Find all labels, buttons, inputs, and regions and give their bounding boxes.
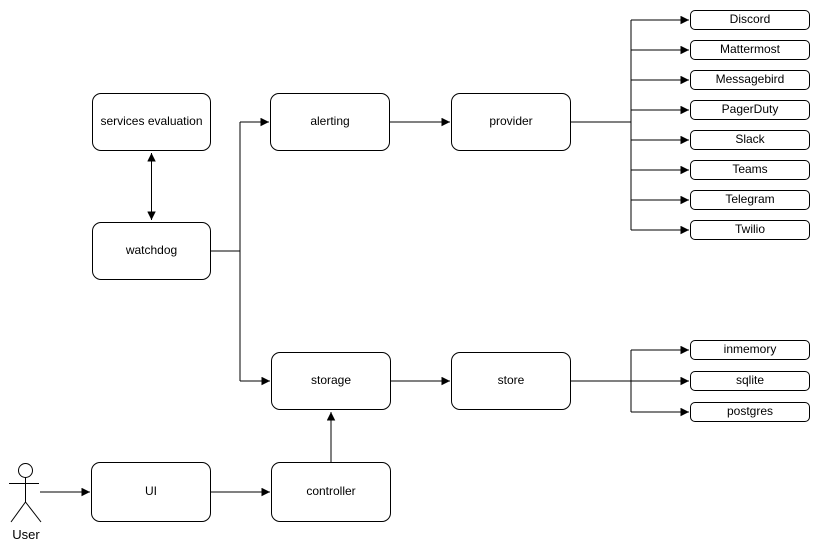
node-watchdog[interactable]: watchdog xyxy=(92,222,211,280)
node-provider-pagerduty[interactable]: PagerDuty xyxy=(690,100,810,120)
node-provider-teams[interactable]: Teams xyxy=(690,160,810,180)
node-provider-telegram[interactable]: Telegram xyxy=(690,190,810,210)
node-store-inmemory[interactable]: inmemory xyxy=(690,340,810,360)
node-storage[interactable]: storage xyxy=(271,352,391,410)
node-ui[interactable]: UI xyxy=(91,462,211,522)
node-controller[interactable]: controller xyxy=(271,462,391,522)
node-provider-twilio[interactable]: Twilio xyxy=(690,220,810,240)
user-actor-label: User xyxy=(12,527,40,542)
node-provider[interactable]: provider xyxy=(451,93,571,151)
node-alerting[interactable]: alerting xyxy=(270,93,390,151)
node-store[interactable]: store xyxy=(451,352,571,410)
node-provider-mattermost[interactable]: Mattermost xyxy=(690,40,810,60)
user-actor-icon xyxy=(9,463,42,523)
node-store-sqlite[interactable]: sqlite xyxy=(690,371,810,391)
node-provider-discord[interactable]: Discord xyxy=(690,10,810,30)
node-provider-messagebird[interactable]: Messagebird xyxy=(690,70,810,90)
node-store-postgres[interactable]: postgres xyxy=(690,402,810,422)
node-services-evaluation[interactable]: services evaluation xyxy=(92,93,211,151)
node-provider-slack[interactable]: Slack xyxy=(690,130,810,150)
